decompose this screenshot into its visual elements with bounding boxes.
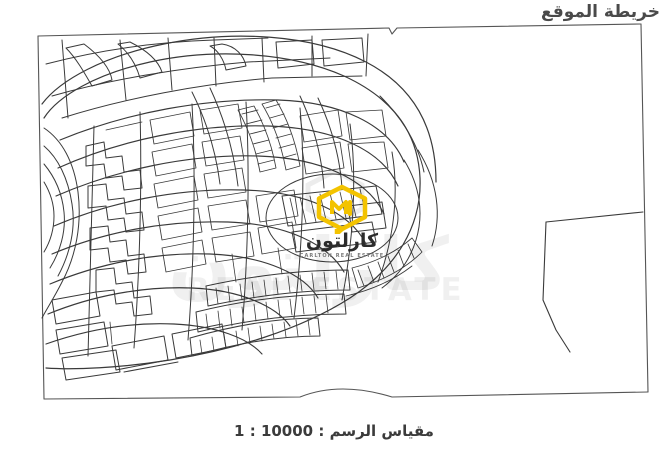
southwest-parcels — [51, 291, 227, 381]
dense-parcel-rows-south — [189, 269, 351, 357]
east-roads — [379, 95, 438, 289]
scale-caption: مقياس الرسم : 10000 : 1 — [234, 422, 434, 440]
service-lanes — [105, 121, 283, 345]
community-outer-boundary — [41, 35, 437, 370]
southeast-wedge-parcels — [345, 237, 423, 297]
north-blocks — [65, 37, 365, 87]
east-outer-polygon — [542, 211, 644, 353]
center-parcel-blocks — [149, 103, 299, 273]
parcel-rows-northeast — [237, 99, 301, 173]
north-roads — [45, 33, 369, 119]
map-frame — [37, 23, 649, 400]
page-title: خريطة الموقع — [540, 2, 660, 22]
northeast-blocks — [299, 109, 389, 175]
west-comb-blocks — [85, 141, 153, 317]
